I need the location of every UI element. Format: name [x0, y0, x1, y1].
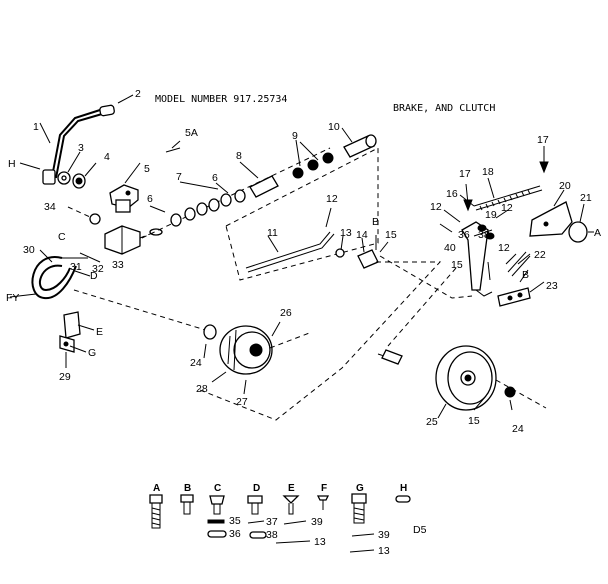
idler-pulley	[377, 345, 497, 411]
label-32: 32	[92, 263, 104, 275]
label-28: 28	[196, 383, 208, 395]
hw-ref-35: 35	[229, 515, 241, 527]
label-24b: 24	[512, 423, 524, 435]
clutch-bracket	[529, 201, 573, 237]
label-26: 26	[280, 307, 292, 319]
anchor-bracket	[59, 311, 81, 353]
hw-label-b: B	[184, 483, 191, 494]
hw-ref-13a: 13	[314, 536, 326, 548]
label-3: 3	[78, 142, 84, 154]
hw-label-a: A	[153, 483, 160, 494]
control-rod	[245, 231, 335, 273]
label-12c: 12	[501, 202, 513, 214]
label-4: 4	[104, 151, 110, 163]
hw-ref-37: 37	[266, 516, 278, 528]
label-13: 13	[340, 227, 352, 239]
clutch-knob	[568, 221, 588, 243]
hw-label-f: F	[321, 483, 327, 494]
return-spring	[507, 251, 531, 277]
label-b2: B	[522, 269, 529, 281]
label-7: 7	[176, 171, 182, 183]
label-34: 34	[44, 201, 56, 213]
label-c: C	[58, 231, 66, 243]
label-15a: 15	[385, 229, 397, 241]
diagram-code: D5	[413, 524, 427, 536]
label-fy: FY	[6, 292, 19, 304]
callout-labels: 1 2 3 4 5 5A 6 6 7 8 9 10 11 12 12 12 12…	[6, 88, 601, 435]
hw-ref-39a: 39	[311, 516, 323, 528]
label-23: 23	[546, 280, 558, 292]
label-b1: B	[372, 216, 379, 228]
label-a: A	[594, 227, 601, 239]
label-24a: 24	[190, 357, 202, 369]
label-12a: 12	[326, 193, 338, 205]
brake-band	[31, 256, 88, 300]
label-17a: 17	[537, 134, 549, 146]
label-36: 36	[458, 229, 470, 241]
label-6b: 6	[212, 172, 218, 184]
hw-label-d: D	[253, 483, 260, 494]
clutch-spring	[473, 185, 543, 211]
label-40: 40	[444, 242, 456, 254]
label-1: 1	[33, 121, 39, 133]
brake-block	[104, 225, 141, 255]
label-29: 29	[59, 371, 71, 383]
label-15b: 15	[451, 259, 463, 271]
label-12d: 12	[498, 242, 510, 254]
label-17b: 17	[459, 168, 471, 180]
hw-label-c: C	[214, 483, 221, 494]
label-g: G	[88, 347, 96, 359]
label-11: 11	[267, 227, 278, 239]
hw-ref-36: 36	[229, 528, 241, 540]
label-5: 5	[144, 163, 150, 175]
clutch-assembly	[203, 324, 273, 375]
label-12b: 12	[430, 201, 442, 213]
label-16: 16	[446, 188, 458, 200]
label-e: E	[96, 326, 103, 338]
label-2: 2	[135, 88, 141, 100]
label-22: 22	[534, 249, 546, 261]
hw-label-h: H	[400, 483, 407, 494]
label-6a: 6	[147, 193, 153, 205]
label-25: 25	[426, 416, 438, 428]
clutch-lever	[461, 221, 495, 291]
label-18: 18	[482, 166, 494, 178]
label-31: 31	[70, 261, 82, 273]
label-8: 8	[236, 150, 242, 162]
clutch-shaft-parts	[170, 134, 377, 227]
label-5a: 5A	[185, 127, 198, 139]
label-15c: 15	[468, 415, 480, 427]
label-14: 14	[356, 229, 368, 241]
label-21: 21	[580, 192, 592, 204]
hw-ref-39b: 39	[378, 529, 390, 541]
hw-label-e: E	[288, 483, 295, 494]
hw-label-g: G	[356, 483, 364, 494]
hardware-key: A B C 35 36 D 37 38 E 39 13 F G	[149, 483, 427, 557]
label-27: 27	[236, 396, 248, 408]
label-20: 20	[559, 180, 571, 192]
brake-bracket	[109, 184, 139, 213]
hw-ref-13b: 13	[378, 545, 390, 557]
hw-ref-38: 38	[266, 529, 278, 541]
label-10: 10	[328, 121, 340, 133]
label-d: D	[90, 270, 98, 282]
model-number-title: MODEL NUMBER 917.25734	[155, 94, 287, 105]
label-h: H	[8, 158, 16, 170]
brake-handle	[42, 104, 115, 185]
linkage-bar	[497, 287, 531, 307]
section-title: BRAKE, AND CLUTCH	[393, 103, 495, 114]
label-19: 19	[485, 209, 497, 221]
label-33: 33	[112, 259, 124, 271]
label-9: 9	[292, 130, 298, 142]
label-30: 30	[23, 244, 35, 256]
label-38: 38	[478, 229, 490, 241]
